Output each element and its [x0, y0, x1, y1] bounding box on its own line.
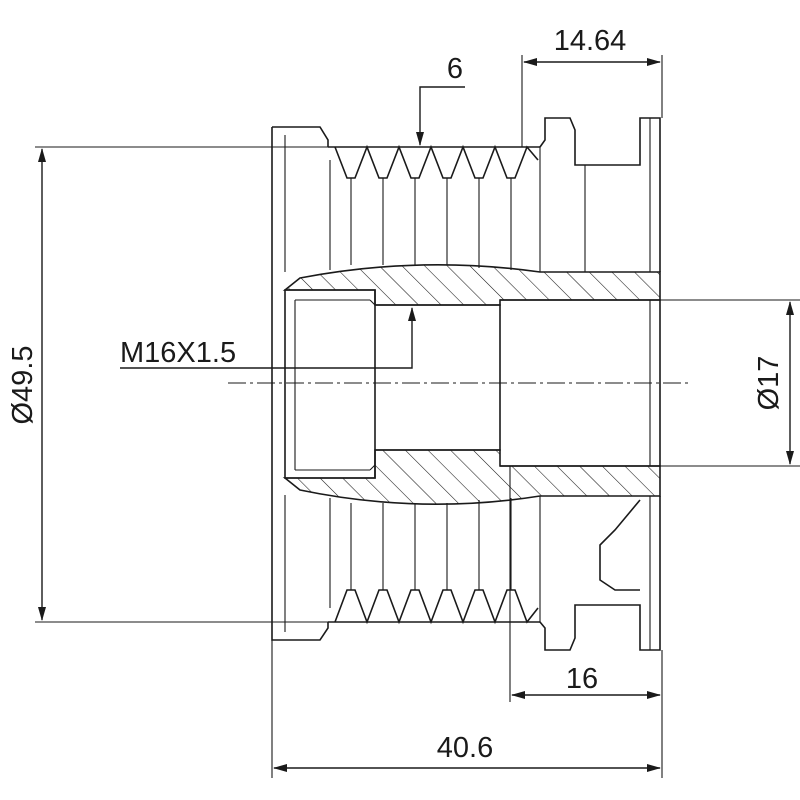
section-hatch — [282, 263, 661, 506]
dim-bore-diameter: Ø17 — [660, 299, 800, 467]
pulley-outline — [271, 117, 661, 651]
thread-label: M16X1.5 — [120, 337, 236, 369]
hub-width-label: 14.64 — [554, 25, 627, 57]
bore-length-label: 16 — [566, 663, 598, 695]
dim-overall-length: 40.6 — [271, 640, 663, 778]
dim-bore-length: 16 — [509, 466, 663, 702]
dim-outer-diameter: Ø49.5 — [7, 146, 330, 623]
groove-leader: 6 — [416, 53, 465, 146]
thread-leader: M16X1.5 — [120, 307, 416, 369]
groove-count-label: 6 — [447, 53, 463, 85]
outer-diameter-label: Ø49.5 — [7, 346, 39, 425]
bore — [228, 289, 690, 479]
dim-hub-width: 14.64 — [521, 25, 663, 147]
overall-length-label: 40.6 — [437, 732, 493, 764]
bore-diameter-label: Ø17 — [753, 356, 785, 411]
